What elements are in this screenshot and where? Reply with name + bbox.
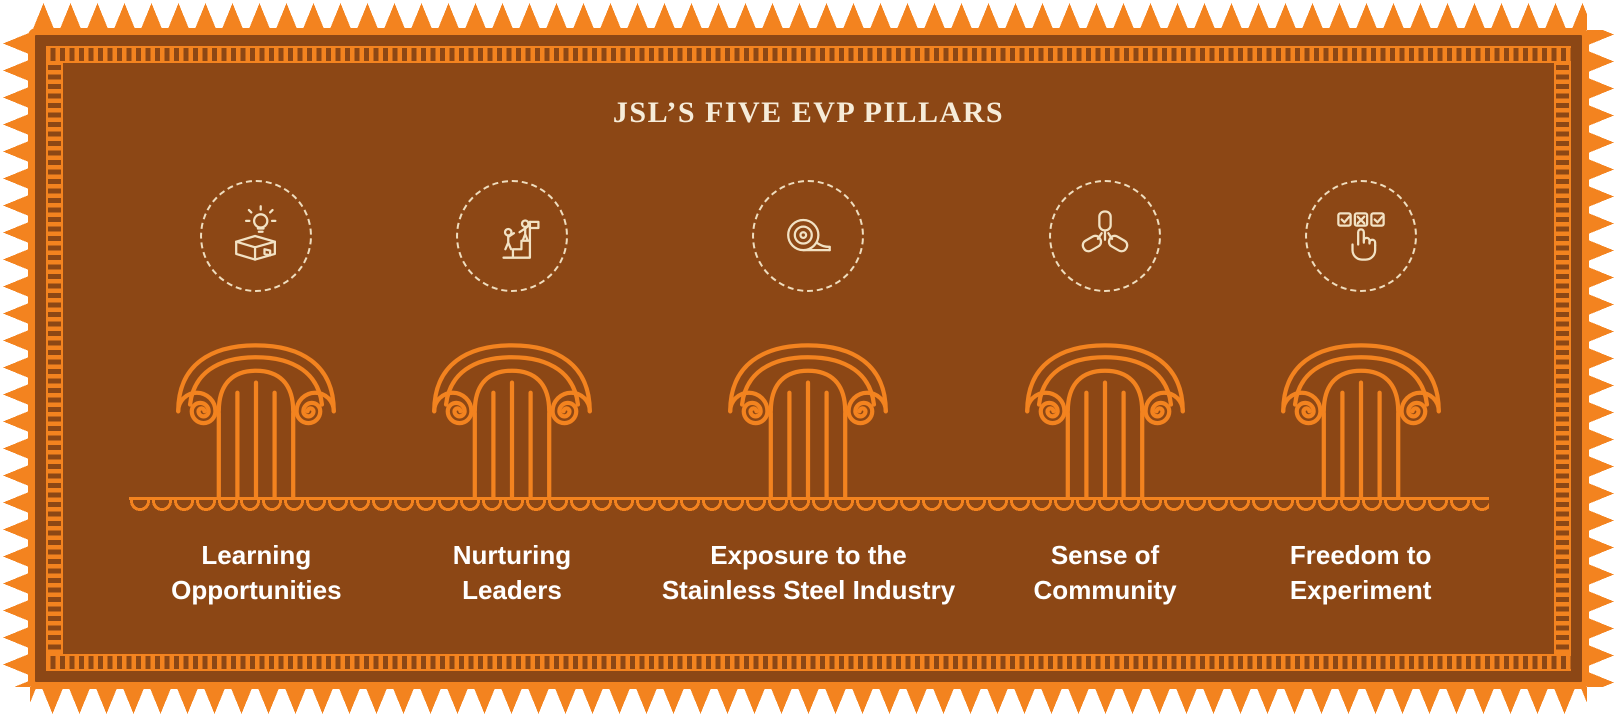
pillar-label-line: Experiment [1289,575,1432,606]
pillar-label-steel: Exposure to the Stainless Steel Industry [640,538,977,608]
pillar-label-line: Sense of [1050,540,1160,571]
pillar-label-line: Freedom to [1289,540,1432,571]
pillar-illustration [1280,343,1441,500]
pillar-illustration [176,343,337,500]
icon-circle [1049,180,1162,292]
pillar-column-steel [640,180,977,500]
icon-circle [200,180,313,292]
joined-hands-icon [1081,210,1129,253]
checklist-pointer-icon [1336,212,1385,261]
pillar-label-line: Community [1033,575,1177,606]
icon-circle [1304,180,1417,292]
pillar-label-line: Learning [201,540,312,571]
pillar-label-line: Nurturing [452,540,572,571]
ticked-frame-top [46,46,1571,63]
leader-steps-flag-icon [502,219,540,259]
content-area: JSL’S FIVE EVP PILLARS [100,96,1517,608]
pillar-column-community [977,180,1233,500]
fringe-border-bottom [30,687,1587,714]
base-scallop-border [128,497,1489,513]
pillar-label-line: Opportunities [171,575,342,606]
pillar-label-leaders: Nurturing Leaders [384,538,640,608]
steel-coil-icon [787,218,832,252]
pillar-illustration [728,343,889,500]
labels-row: Learning Opportunities Nurturing Leaders… [129,538,1489,608]
icon-circle [752,180,865,292]
pillar-label-line: Exposure to the [710,540,907,571]
pillar-column-leaders [384,180,640,500]
pillar-label-community: Sense of Community [977,538,1233,608]
fringe-border-left [3,30,30,687]
fringe-border-top [30,3,1587,30]
ticked-frame-left [46,63,63,654]
ticked-frame-bottom [46,654,1571,671]
pillar-column-experiment [1233,180,1489,500]
fringe-border-right [1587,30,1614,687]
pillar-label-line: Leaders [462,575,562,606]
lightbulb-toolbox-icon [235,205,277,261]
pillar-illustration [432,343,592,500]
pillar-illustration [1025,343,1185,500]
pillar-label-experiment: Freedom to Experiment [1233,538,1489,608]
pillar-label-learning: Learning Opportunities [129,538,385,608]
rug-panel [28,28,1589,689]
page-title: JSL’S FIVE EVP PILLARS [612,96,1005,129]
icon-circle [455,180,568,292]
pillar-column-learning [129,180,385,500]
ticked-frame-right [1554,63,1571,654]
pillar-label-line: Stainless Steel Industry [661,575,956,606]
pillars-row [129,180,1489,500]
